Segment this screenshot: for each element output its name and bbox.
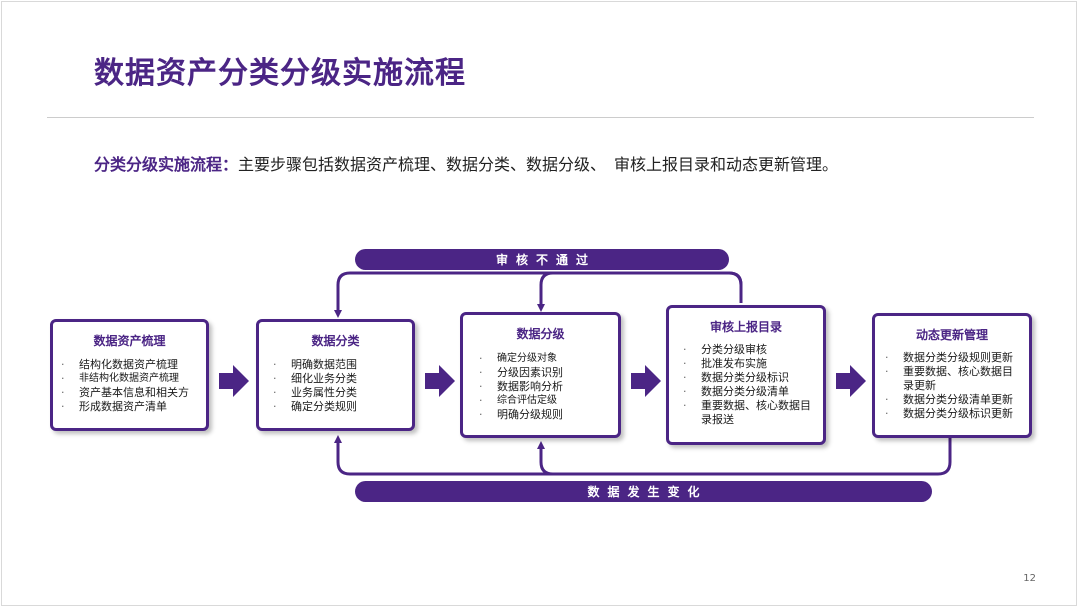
step-item: 确定分级对象 (479, 352, 618, 366)
step-box-review-report: 审核上报目录 分类分级审核 批准发布实施 数据分类分级标识 数据分类分级清单 重… (666, 305, 826, 445)
step-title: 数据分类 (311, 334, 360, 348)
step-item: 重要数据、核心数据目录更新 (885, 365, 1023, 393)
step-item: 重要数据、核心数据目录报送 (683, 399, 815, 427)
step-title: 审核上报目录 (709, 320, 782, 334)
step-item: 综合评估定级 (479, 394, 618, 408)
arrow-right-icon (836, 365, 866, 397)
step-title: 数据分级 (516, 327, 565, 341)
step-item: 分类分级审核 (683, 343, 815, 357)
step-list: 明确数据范围 细化业务分类 业务属性分类 确定分类规则 (259, 358, 412, 414)
step-box-asset-inventory: 数据资产梳理 结构化数据资产梳理 非结构化数据资产梳理 资产基本信息和相关方 形… (50, 319, 209, 431)
step-item: 结构化数据资产梳理 (61, 358, 206, 372)
intro-lead: 分类分级实施流程： (94, 155, 239, 174)
step-box-data-grading: 数据分级 确定分级对象 分级因素识别 数据影响分析 综合评估定级 明确分级规则 (460, 312, 621, 438)
loop-bottom-right (537, 441, 554, 476)
step-item: 资产基本信息和相关方 (61, 386, 206, 400)
step-item: 数据分类分级清单 (683, 385, 815, 399)
intro-line: 分类分级实施流程：主要步骤包括数据资产梳理、数据分类、数据分级、 审核上报目录和… (94, 151, 838, 175)
step-list: 数据分类分级规则更新 重要数据、核心数据目录更新 数据分类分级清单更新 数据分类… (875, 351, 1029, 421)
step-list: 确定分级对象 分级因素识别 数据影响分析 综合评估定级 明确分级规则 (463, 352, 618, 422)
title-divider (47, 117, 1034, 118)
step-item: 批准发布实施 (683, 357, 815, 371)
step-box-data-classification: 数据分类 明确数据范围 细化业务分类 业务属性分类 确定分类规则 (256, 319, 415, 431)
arrow-right-icon (425, 365, 455, 397)
step-item: 确定分类规则 (273, 400, 412, 414)
step-title: 数据资产梳理 (93, 334, 166, 348)
step-list: 结构化数据资产梳理 非结构化数据资产梳理 资产基本信息和相关方 形成数据资产清单 (53, 358, 206, 414)
step-item: 数据分类分级规则更新 (885, 351, 1023, 365)
step-item: 数据分类分级标识 (683, 371, 815, 385)
intro-text: 主要步骤包括数据资产梳理、数据分类、数据分级、 审核上报目录和动态更新管理。 (238, 155, 839, 174)
page-title: 数据资产分类分级实施流程 (94, 56, 466, 91)
step-list: 分类分级审核 批准发布实施 数据分类分级标识 数据分类分级清单 重要数据、核心数… (669, 343, 823, 427)
page-number: 12 (1023, 573, 1036, 584)
step-item: 明确数据范围 (273, 358, 412, 372)
step-item: 数据分类分级清单更新 (885, 393, 1023, 407)
loop-bottom-left (334, 435, 952, 476)
step-item: 业务属性分类 (273, 386, 412, 400)
step-item: 形成数据资产清单 (61, 400, 206, 414)
arrow-right-icon (219, 365, 249, 397)
step-title: 动态更新管理 (915, 328, 988, 342)
step-item: 细化业务分类 (273, 372, 412, 386)
step-box-dynamic-update: 动态更新管理 数据分类分级规则更新 重要数据、核心数据目录更新 数据分类分级清单… (872, 313, 1032, 438)
loop-top-right (537, 271, 743, 312)
step-item: 非结构化数据资产梳理 (61, 372, 206, 386)
arrow-right-icon (631, 365, 661, 397)
step-item: 数据分类分级标识更新 (885, 407, 1023, 421)
banner-review-failed: 审核不通过 (355, 249, 729, 270)
step-item: 数据影响分析 (479, 380, 618, 394)
step-item: 明确分级规则 (479, 408, 618, 422)
banner-data-changed: 数据发生变化 (355, 481, 932, 502)
step-item: 分级因素识别 (479, 366, 618, 380)
